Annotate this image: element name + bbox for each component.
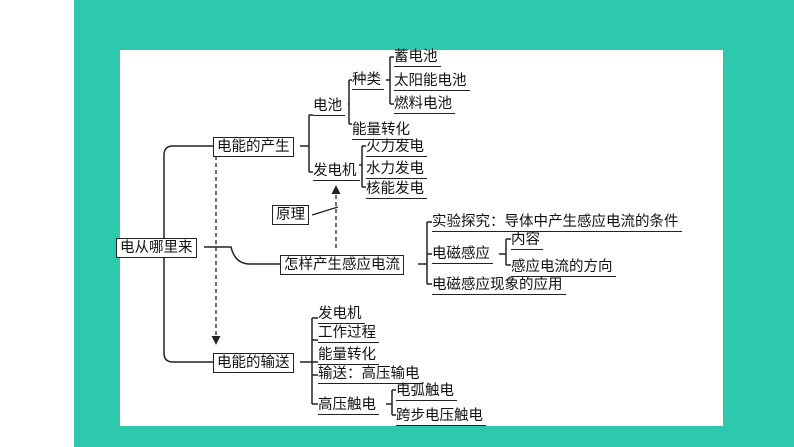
transmission-item-2: 工作过程 [318, 324, 379, 343]
root-node: 电从哪里来 [116, 238, 197, 258]
battery-kind-3: 燃料电池 [394, 95, 455, 114]
battery-energy-node: 能量转化 [352, 121, 413, 140]
battery-node: 电池 [313, 97, 345, 116]
transmission-item-3: 能量转化 [318, 346, 379, 365]
induction-application: 电磁感应现象的应用 [432, 276, 566, 295]
generator-type-2: 水力发电 [366, 160, 427, 179]
em-induction-node: 电磁感应 [432, 245, 493, 264]
shock-item-2: 跨步电压触电 [396, 407, 486, 426]
generator-type-3: 核能发电 [366, 180, 427, 199]
principle-node: 原理 [272, 205, 309, 225]
transmission-node: 电能的输送 [213, 353, 294, 373]
root-bracket [163, 145, 213, 238]
generator-node: 发电机 [313, 162, 360, 181]
generator-type-1: 火力发电 [366, 138, 427, 157]
induction-experiment: 实验探究：导体中产生感应电流的条件 [432, 213, 682, 232]
battery-kinds-label: 种类 [352, 71, 384, 90]
em-induction-item-1: 内容 [511, 231, 543, 250]
shock-node: 高压触电 [318, 396, 379, 415]
induction-node: 怎样产生感应电流 [280, 255, 404, 275]
transmission-item-1: 发电机 [318, 305, 365, 324]
battery-kind-1: 蓄电池 [394, 48, 441, 67]
battery-kind-2: 太阳能电池 [394, 72, 470, 91]
production-node: 电能的产生 [213, 137, 294, 157]
shock-item-1: 电弧触电 [396, 382, 457, 401]
em-induction-item-2: 感应电流的方向 [511, 258, 616, 277]
transmission-item-4: 输送：高压输电 [318, 365, 423, 384]
